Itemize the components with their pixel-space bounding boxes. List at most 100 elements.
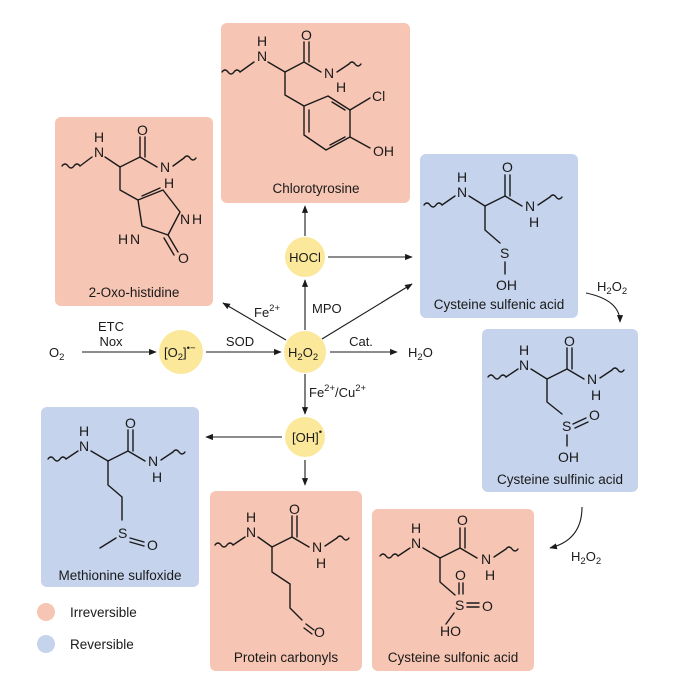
cysteine-sulfonic-structure: N H O N H S O O HO	[379, 512, 519, 639]
o2-label: O2	[49, 345, 64, 363]
cysteine-sulfinic-title: Cysteine sulfinic acid	[497, 472, 623, 487]
oxo-histidine-title: 2-Oxo-histidine	[89, 285, 180, 300]
svg-text:H: H	[316, 555, 326, 571]
svg-text:H: H	[118, 231, 128, 247]
svg-text:O: O	[178, 250, 189, 266]
svg-text:H: H	[164, 175, 174, 191]
svg-text:N: N	[94, 144, 104, 160]
svg-text:H: H	[192, 211, 202, 227]
svg-text:O: O	[147, 537, 158, 553]
arrow-sulfenic-sulfinic	[585, 292, 624, 323]
svg-text:H: H	[336, 79, 346, 95]
hydroxyl-label: [OH]•	[292, 427, 322, 445]
cysteine-sulfonic-box	[372, 509, 534, 671]
legend-irreversible-swatch	[37, 603, 55, 621]
arrow-sulfinic-sulfonic	[549, 506, 583, 550]
svg-text:O: O	[589, 407, 600, 423]
svg-text:O: O	[137, 122, 148, 138]
svg-text:N: N	[411, 535, 421, 551]
superoxide-node	[159, 330, 203, 374]
svg-text:N: N	[324, 65, 334, 81]
oxo-histidine-box	[55, 117, 213, 306]
svg-text:OH: OH	[558, 449, 579, 465]
svg-text:H: H	[519, 342, 529, 358]
svg-text:S: S	[562, 418, 571, 434]
chlorotyrosine-structure: N H O N H Cl OH	[221, 27, 394, 159]
svg-text:S: S	[500, 245, 509, 261]
svg-text:N: N	[130, 231, 140, 247]
svg-text:HO: HO	[440, 623, 461, 639]
svg-text:H: H	[457, 169, 467, 185]
arrow-h2o2-cysteine	[321, 283, 413, 340]
hocl-label: HOCl	[289, 250, 321, 265]
svg-text:N: N	[525, 198, 535, 214]
nox-label: Nox	[99, 334, 123, 349]
protein-carbonyls-structure: N H O N H O	[214, 501, 350, 640]
svg-text:OH: OH	[496, 277, 517, 293]
svg-text:N: N	[519, 357, 529, 373]
svg-text:O: O	[502, 159, 513, 175]
svg-text:H: H	[246, 509, 256, 525]
svg-text:O: O	[482, 598, 493, 614]
h2o2-bottom-label: H2O2	[571, 549, 601, 567]
svg-text:H: H	[591, 387, 601, 403]
hydroxyl-node	[285, 417, 325, 457]
etc-label: ETC	[98, 319, 124, 334]
svg-text:O: O	[457, 512, 468, 528]
legend-reversible-label: Reversible	[70, 637, 134, 652]
superoxide-label: [O2]•−	[164, 343, 196, 363]
cysteine-sulfenic-title: Cysteine sulfenic acid	[434, 297, 565, 312]
chlorotyrosine-title: Chlorotyrosine	[272, 181, 359, 196]
svg-text:N: N	[257, 48, 267, 64]
svg-text:O: O	[455, 567, 466, 583]
svg-text:H: H	[152, 469, 162, 485]
legend-irreversible-label: Irreversible	[70, 605, 137, 620]
h2o2-node	[284, 331, 326, 373]
svg-text:N: N	[180, 211, 190, 227]
svg-text:S: S	[455, 597, 464, 613]
legend-reversible-swatch	[37, 635, 55, 653]
svg-text:H: H	[257, 33, 267, 49]
svg-text:N: N	[457, 184, 467, 200]
h2o2-right-label: H2O2	[597, 279, 627, 297]
methionine-sulfoxide-title: Methionine sulfoxide	[58, 568, 181, 583]
svg-text:N: N	[246, 524, 256, 540]
cysteine-sulfinic-structure: N H O N H S O OH	[487, 333, 625, 465]
svg-text:O: O	[125, 415, 136, 431]
svg-text:N: N	[160, 159, 170, 175]
fecu-label: Fe2+/Cu2+	[309, 383, 367, 400]
svg-text:N: N	[587, 371, 597, 387]
svg-text:O: O	[314, 624, 325, 640]
svg-text:O: O	[564, 333, 575, 349]
cat-label: Cat.	[349, 334, 373, 349]
svg-text:H: H	[485, 567, 495, 583]
mpo-label: MPO	[312, 301, 342, 316]
arrow-h2o2-oxohistidine	[222, 302, 287, 341]
protein-carbonyls-title: Protein carbonyls	[234, 650, 339, 665]
svg-text:H: H	[79, 423, 89, 439]
svg-text:N: N	[79, 438, 89, 454]
methionine-sulfoxide-box	[41, 407, 199, 587]
svg-text:H: H	[411, 520, 421, 536]
cysteine-sulfenic-box	[420, 154, 578, 318]
h2o2-label: H2O2	[288, 345, 318, 363]
svg-text:N: N	[481, 551, 491, 567]
methionine-sulfoxide-structure: N H O N H S O	[47, 415, 186, 553]
svg-text:H: H	[529, 214, 539, 230]
svg-text:OH: OH	[373, 143, 394, 159]
hocl-node	[285, 237, 325, 277]
fe-label: Fe2+	[254, 303, 280, 320]
cysteine-sulfenic-structure: N H O N H S OH	[423, 159, 563, 293]
svg-text:H: H	[94, 129, 104, 145]
oxo-histidine-structure: N H O N H N H H N O	[61, 122, 202, 266]
svg-text:O: O	[289, 501, 300, 517]
svg-text:N: N	[148, 453, 158, 469]
sod-label: SOD	[226, 334, 254, 349]
svg-text:O: O	[301, 27, 312, 43]
cysteine-sulfonic-title: Cysteine sulfonic acid	[388, 650, 519, 665]
water-label: H2O	[408, 345, 433, 363]
svg-text:Cl: Cl	[372, 88, 385, 104]
chlorotyrosine-box	[221, 23, 410, 203]
cysteine-sulfinic-box	[482, 329, 638, 492]
